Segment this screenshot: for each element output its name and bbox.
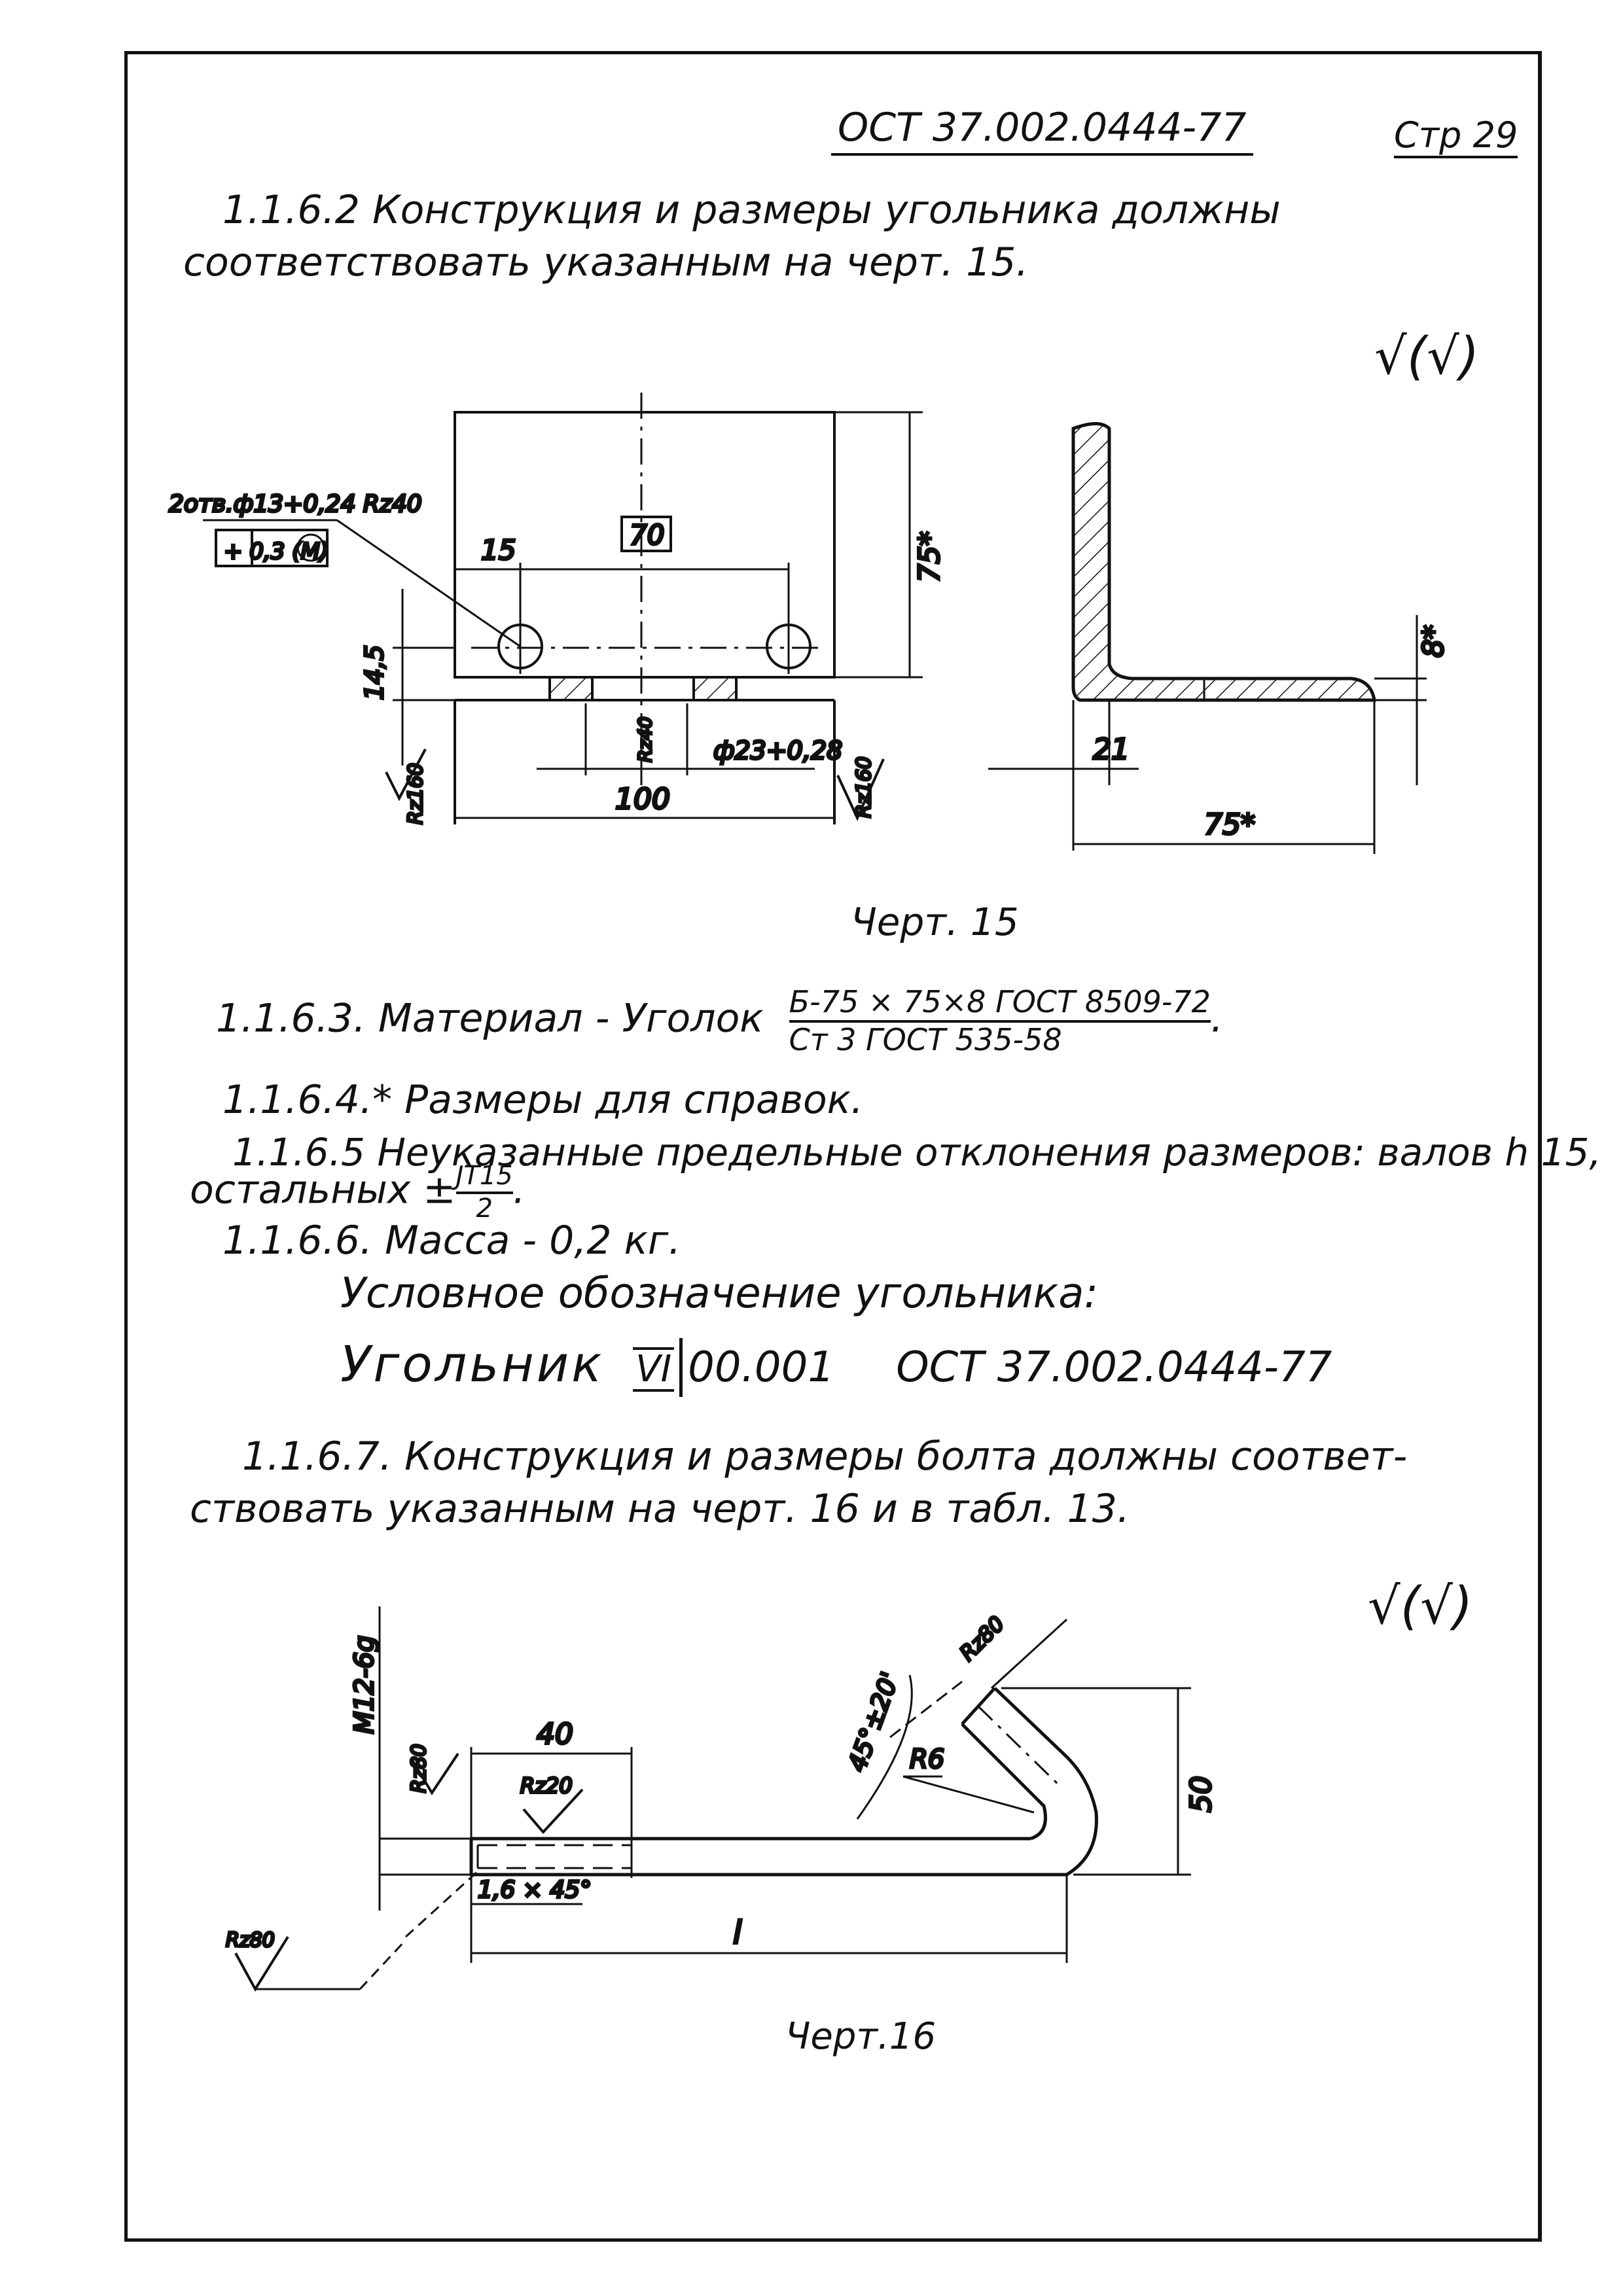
designation-name: Угольник [340, 1335, 605, 1393]
dim-75-vertical: 75* [913, 531, 946, 582]
dim-70: 70 [630, 519, 664, 551]
figure-16-caption: Черт.16 [785, 2015, 936, 2058]
dim-75-horizontal: 75* [1204, 808, 1255, 841]
material-prefix: 1.1.6.3. Материал - Уголок [216, 995, 764, 1042]
holes-note: 2отв.ф13+0,24 Rz40 [169, 491, 422, 518]
rz20: Rz20 [520, 1773, 573, 1798]
angle-label: 45°±20' [842, 1669, 904, 1776]
designation-code: 00.001 [688, 1343, 835, 1392]
material-numerator: Б-75 × 75×8 ГОСТ 8509-72 [789, 985, 1211, 1023]
dim-50: 50 [1185, 1776, 1218, 1812]
material-line: 1.1.6.3. Материал - Уголок Б-75 × 75×8 Г… [216, 984, 1224, 1057]
figure-15-drawing: 2отв.ф13+0,24 Rz40 + 0,3 (M) 15 70 75* 1… [168, 393, 1452, 854]
dim-40: 40 [537, 1718, 573, 1751]
tolerance-frame [215, 529, 329, 567]
designation-roman: VI [633, 1347, 675, 1392]
tolerance-frame-text: + 0,3 (M) [224, 539, 329, 565]
rz80-bottom: Rz80 [226, 1929, 275, 1952]
deviation-line-2: остальных ± JT15 2 . [190, 1161, 526, 1224]
figure-15-caption: Черт. 15 [851, 900, 1019, 944]
dim-8: 8* [1417, 625, 1450, 658]
deviation-fraction: JT15 2 [455, 1161, 513, 1224]
rz160-right: Rz160 [853, 756, 876, 818]
basic-dim-box-70 [620, 516, 672, 552]
deviation-numerator: JT15 [455, 1161, 513, 1194]
deviation-denominator: 2 [476, 1193, 493, 1224]
angle-cross-section [1071, 422, 1376, 702]
chamfer-label: 1,6 × 45° [478, 1877, 592, 1903]
designation-label: Условное обозначение угольника: [340, 1269, 1099, 1318]
dim-15: 15 [481, 534, 516, 566]
dim-100: 100 [615, 783, 670, 816]
deviation-line-1: 1.1.6.5 Неуказанные предельные отклонени… [232, 1130, 1601, 1174]
rz80-right: Rz80 [955, 1611, 1009, 1665]
deviation-prefix: остальных ± [190, 1167, 456, 1213]
dia-23: ф23+0,28 [713, 736, 842, 765]
dim-21: 21 [1093, 733, 1130, 766]
section-hatch-right [692, 676, 738, 701]
roughness-symbol-top: √(√) [1374, 327, 1480, 386]
r6: R6 [910, 1744, 944, 1775]
para-3-line-1: 1.1.6.7. Конструкция и размеры болта дол… [242, 1434, 1408, 1479]
material-fraction: Б-75 × 75×8 ГОСТ 8509-72 Ст 3 ГОСТ 535-5… [789, 985, 1211, 1057]
dim-14-5: 14,5 [360, 645, 389, 700]
thread-label: M12-6g [349, 1635, 380, 1734]
section-hatch-left [548, 676, 594, 701]
dim-l: l [733, 1915, 742, 1951]
mass-line: 1.1.6.6. Масса - 0,2 кг. [223, 1218, 681, 1263]
para-1-line-1: 1.1.6.2 Конструкция и размеры угольника … [223, 187, 1281, 233]
rz160-left: Rz160 [404, 763, 427, 824]
designation: Угольник VI 00.001 ОСТ 37.002.0444-77 [340, 1335, 1332, 1397]
para-3-line-2: ствовать указанным на черт. 16 и в табл.… [190, 1486, 1130, 1532]
page-frame [124, 51, 1542, 2242]
material-denominator: Ст 3 ГОСТ 535-58 [789, 1022, 1062, 1057]
para-1-line-2: соответствовать указанным на черт. 15. [183, 239, 1029, 285]
roughness-symbol-bottom: √(√) [1368, 1577, 1473, 1636]
reference-dims: 1.1.6.4.* Размеры для справок. [223, 1077, 864, 1123]
rz40: Rz40 [634, 716, 656, 762]
standard-number: ОСТ 37.002.0444-77 [831, 105, 1253, 156]
page-number: Стр 29 [1394, 115, 1518, 158]
rz80-top: Rz80 [408, 1744, 431, 1793]
figure-16-drawing: M12-6g Rz80 40 Rz20 45°±20' Rz80 R6 50 1… [224, 1606, 1219, 1992]
designation-standard: ОСТ 37.002.0444-77 [896, 1343, 1332, 1392]
